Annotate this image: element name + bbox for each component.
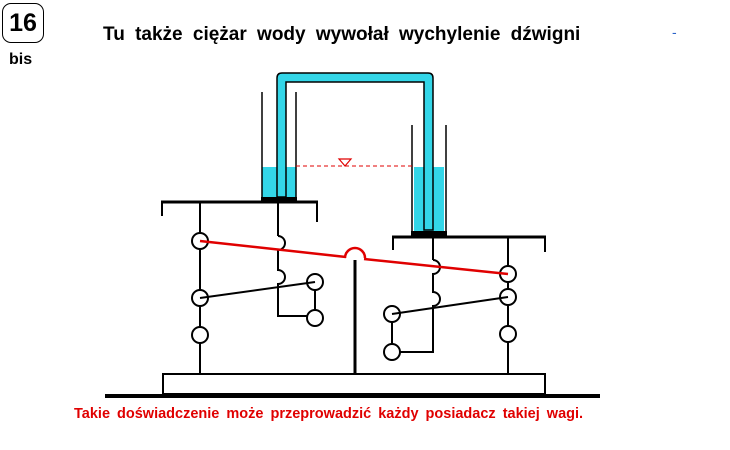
left-pivot-bottom [191,326,209,344]
left-pivot-right-bottom [306,309,324,327]
right-spring [392,259,441,353]
right-mechanism [383,237,517,374]
fulcrum [343,246,367,259]
siphon-tube [276,72,434,231]
weighing-pans [161,197,546,252]
footer-caption: Takie doświadczenie może przeprowadzić k… [74,406,584,422]
right-pan-pad [411,231,447,237]
scale-base [105,260,600,398]
right-pivot-bottom [499,325,517,343]
slide-number-suffix: bis [9,51,33,68]
left-mechanism [191,202,324,374]
right-lower-lever [391,296,509,315]
corner-mark: - [672,24,677,40]
page-title: Tu także ciężar wody wywołał wychylenie … [103,24,581,45]
left-spring [277,235,315,317]
left-pan-pad [261,197,297,202]
base-plate [162,373,546,395]
triangle-down-icon [337,158,353,167]
water [262,72,444,231]
left-lower-lever [199,281,316,299]
right-pivot-left-bottom [383,343,401,361]
main-lever [199,239,509,276]
slide-number-badge: 16 [2,3,44,43]
